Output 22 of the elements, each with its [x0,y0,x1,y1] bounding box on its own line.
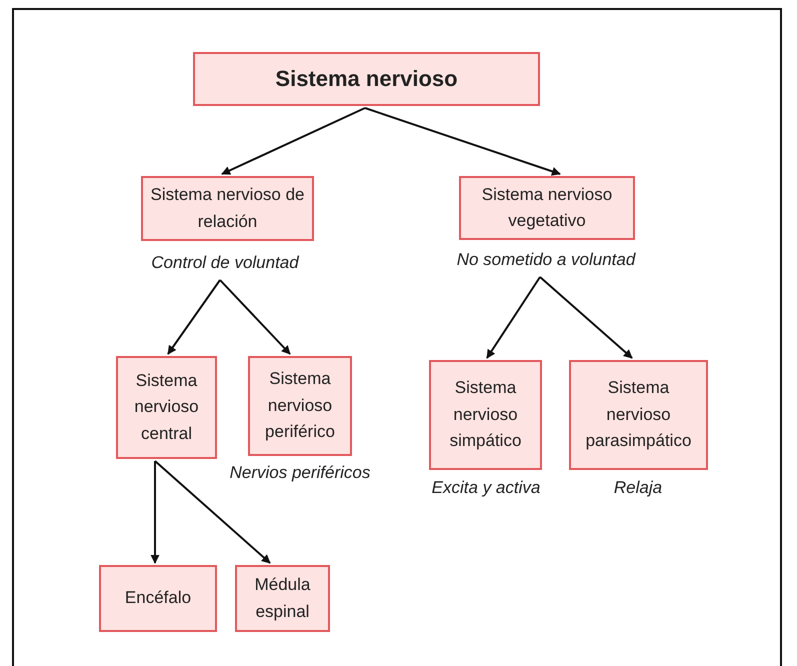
concept-box: Sistema nervioso central [116,356,217,459]
concept-box: Sistema nervioso simpático [429,360,542,470]
concept-box: Sistema nervioso periférico [248,356,352,456]
arrow [221,107,366,175]
arrow [154,460,271,564]
arrow [150,461,160,564]
concept-box: Médula espinal [235,565,330,632]
node-caption: Nervios periféricos [230,462,370,484]
node-caption: No sometido a voluntad [456,249,636,271]
arrow [167,279,221,355]
concept-box: Sistema nervioso parasimpático [569,360,708,470]
arrow [219,279,291,355]
arrow [364,107,561,176]
arrow [486,276,541,359]
concept-box: Sistema nervioso [193,52,540,106]
node-caption: Excita y activa [432,477,540,499]
arrow [539,276,633,359]
node-caption: Relaja [614,477,662,499]
concept-box: Encéfalo [99,565,217,632]
node-caption: Control de voluntad [151,252,299,274]
concept-box: Sistema nervioso vegetativo [459,176,635,240]
concept-box: Sistema nervioso de relación [141,176,314,241]
